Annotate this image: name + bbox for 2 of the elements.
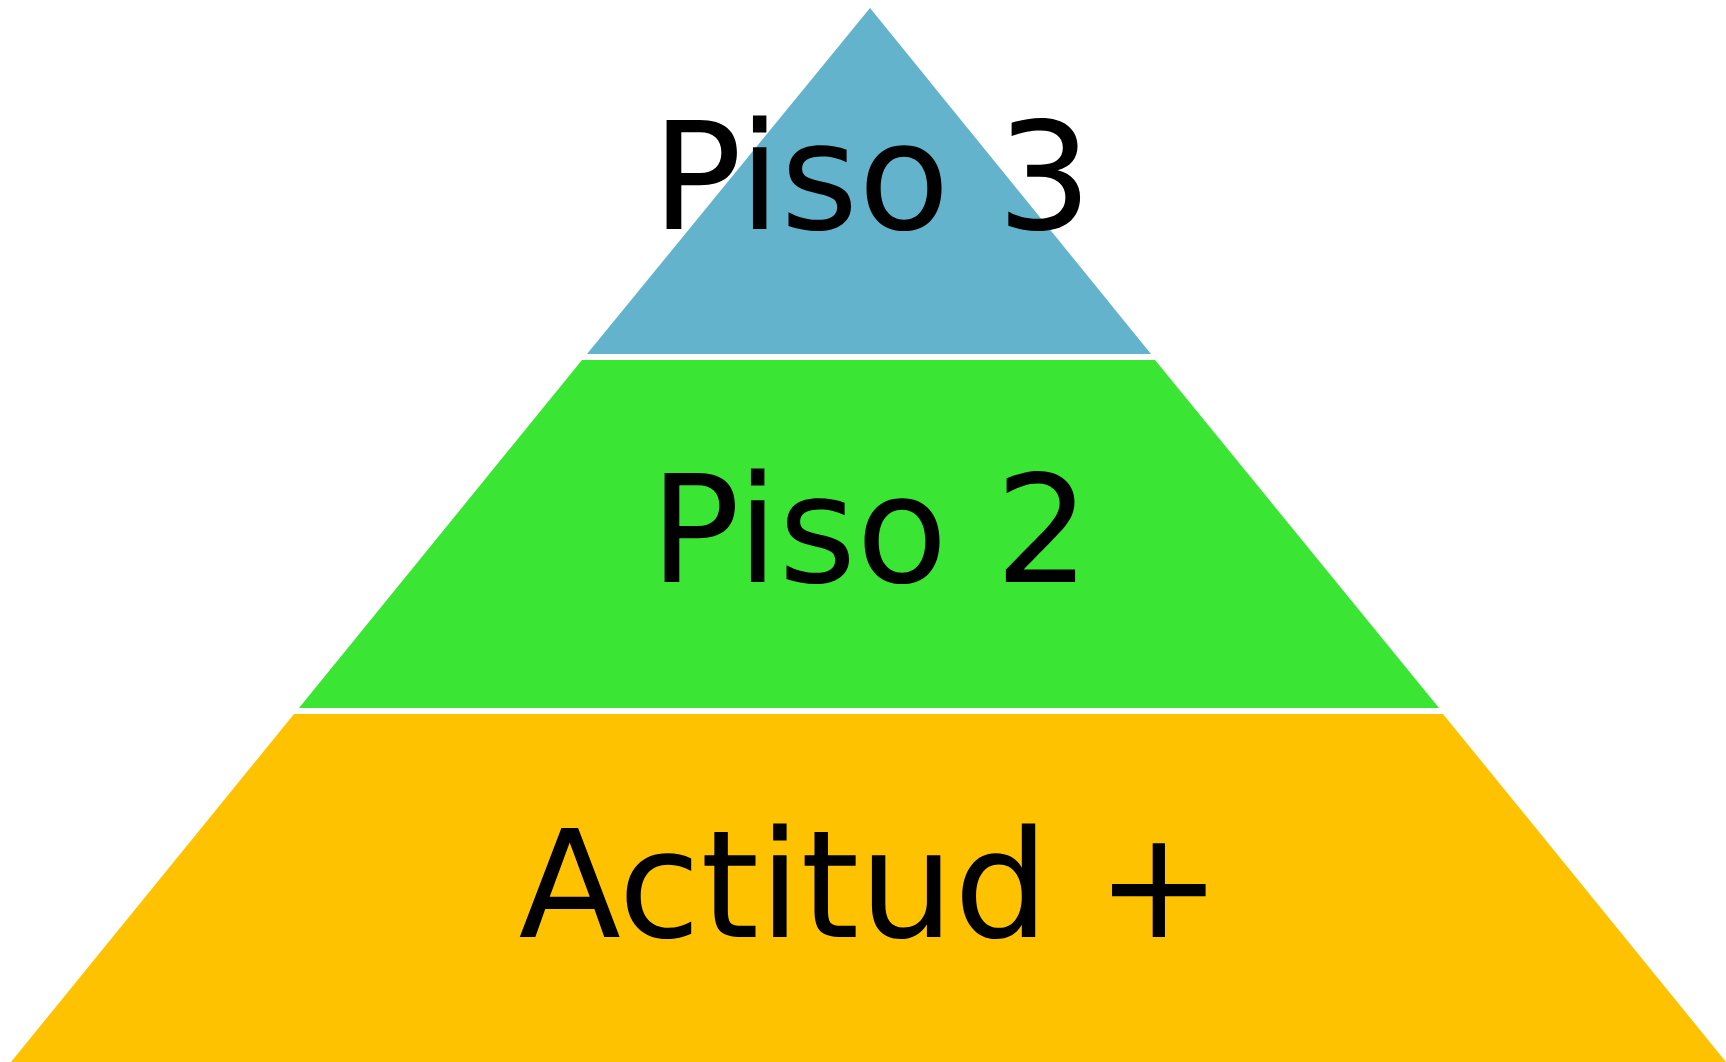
pyramid-level: Piso 2 (299, 360, 1439, 708)
pyramid-level: Actitud + (11, 714, 1726, 1062)
